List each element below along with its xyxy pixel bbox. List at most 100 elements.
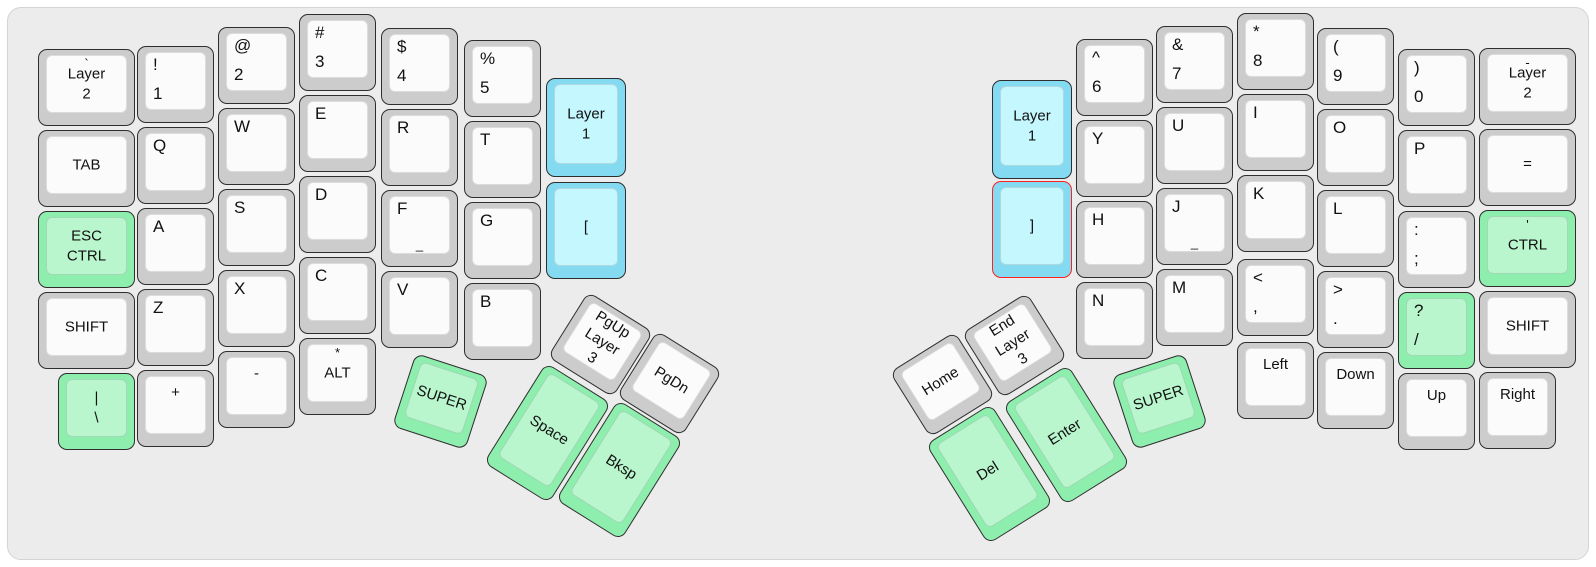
key-label: P xyxy=(1414,139,1426,158)
key-2[interactable]: @2 xyxy=(218,27,295,104)
key-label: T xyxy=(480,130,491,149)
key-j[interactable]: J_ xyxy=(1156,188,1233,265)
key-tab[interactable]: TAB xyxy=(38,130,135,207)
key-layer2-left[interactable]: `Layer 2 xyxy=(38,49,135,126)
key-label: 8 xyxy=(1253,51,1263,71)
key-lbracket[interactable]: [ xyxy=(546,182,626,279)
key-shift-right[interactable]: SHIFT xyxy=(1479,291,1576,368)
key-h[interactable]: H xyxy=(1076,201,1153,278)
key-label: ; xyxy=(1414,249,1419,269)
key-a[interactable]: A xyxy=(137,208,214,285)
keycap: TAB xyxy=(46,136,127,194)
keycap: `Layer 2 xyxy=(46,55,127,113)
key-6[interactable]: ^6 xyxy=(1076,39,1153,116)
key-minus-left[interactable]: - xyxy=(218,351,295,428)
key-label: ! xyxy=(153,55,158,74)
key-z[interactable]: Z xyxy=(137,289,214,366)
key-8[interactable]: *8 xyxy=(1237,13,1314,90)
keycap: SHIFT xyxy=(1487,297,1568,355)
key-label: ] xyxy=(1029,217,1035,235)
key-esc-ctrl[interactable]: ESC CTRL xyxy=(38,211,135,288)
key-0[interactable]: )0 xyxy=(1398,49,1475,126)
keycap: 'CTRL xyxy=(1487,216,1568,274)
key-b[interactable]: B xyxy=(464,283,541,360)
key-n[interactable]: N xyxy=(1076,282,1153,359)
key-o[interactable]: O xyxy=(1317,109,1394,186)
key-9[interactable]: (9 xyxy=(1317,28,1394,105)
key-f[interactable]: F_ xyxy=(381,190,458,267)
key-semicolon[interactable]: :; xyxy=(1398,211,1475,288)
keycap: ^6 xyxy=(1084,45,1145,103)
key-4[interactable]: $4 xyxy=(381,28,458,105)
key-label: SHIFT xyxy=(1505,317,1550,335)
keycap: Layer 1 xyxy=(554,84,618,164)
key-5[interactable]: %5 xyxy=(464,40,541,117)
key-s[interactable]: S xyxy=(218,189,295,266)
keycap: J_ xyxy=(1164,194,1225,252)
key-y[interactable]: Y xyxy=(1076,120,1153,197)
key-alt[interactable]: *ALT xyxy=(299,338,376,415)
key-q[interactable]: Q xyxy=(137,127,214,204)
key-p[interactable]: P xyxy=(1398,130,1475,207)
keycap: = xyxy=(1487,135,1568,193)
key-minus-layer2[interactable]: -Layer 2 xyxy=(1479,48,1576,125)
key-r[interactable]: R xyxy=(381,109,458,186)
key-period[interactable]: >. xyxy=(1317,271,1394,348)
key-comma[interactable]: <, xyxy=(1237,259,1314,336)
key-label: Down xyxy=(1336,366,1375,383)
key-layer1-left[interactable]: Layer 1 xyxy=(546,78,626,177)
key-t[interactable]: T xyxy=(464,121,541,198)
key-label: Up xyxy=(1426,387,1447,404)
key-label: Home xyxy=(919,363,962,400)
key-u[interactable]: U xyxy=(1156,107,1233,184)
key-quote-ctrl[interactable]: 'CTRL xyxy=(1479,210,1576,287)
key-label: % xyxy=(480,49,496,68)
key-w[interactable]: W xyxy=(218,108,295,185)
key-up[interactable]: Up xyxy=(1398,373,1475,450)
key-super-right[interactable]: SUPER xyxy=(1110,352,1209,451)
key-label: Layer 1 xyxy=(1013,107,1051,145)
key-e[interactable]: E xyxy=(299,95,376,172)
key-rbracket[interactable]: ] xyxy=(992,181,1072,278)
keycap: T xyxy=(472,127,533,185)
key-plus[interactable]: + xyxy=(137,370,214,447)
keycap: E xyxy=(307,101,368,159)
keycap: $4 xyxy=(389,34,450,92)
key-left[interactable]: Left xyxy=(1237,342,1314,419)
key-label: CTRL xyxy=(1507,236,1548,254)
key-i[interactable]: I xyxy=(1237,94,1314,171)
key-label: 2 xyxy=(234,65,244,85)
key-c[interactable]: C xyxy=(299,257,376,334)
key-k[interactable]: K xyxy=(1237,175,1314,252)
key-m[interactable]: M xyxy=(1156,269,1233,346)
key-equals[interactable]: = xyxy=(1479,129,1576,206)
key-label: - xyxy=(254,365,259,382)
key-3[interactable]: #3 xyxy=(299,14,376,91)
key-1[interactable]: !1 xyxy=(137,46,214,123)
key-question-slash[interactable]: ?/ xyxy=(1398,292,1475,369)
key-label: = xyxy=(1523,155,1532,173)
key-label: ESC CTRL xyxy=(66,227,107,265)
key-l[interactable]: L xyxy=(1317,190,1394,267)
key-label: TAB xyxy=(72,156,101,174)
key-label: K xyxy=(1253,184,1265,203)
key-label: S xyxy=(234,198,246,217)
key-down[interactable]: Down xyxy=(1317,352,1394,429)
key-7[interactable]: &7 xyxy=(1156,26,1233,103)
key-super-left[interactable]: SUPER xyxy=(391,352,490,451)
key-label: X xyxy=(234,279,246,298)
key-label: > xyxy=(1333,280,1343,299)
key-label: - xyxy=(1525,55,1530,70)
key-label: 3 xyxy=(315,52,325,72)
key-pipe-backslash[interactable]: | \ xyxy=(58,373,135,450)
key-shift-left[interactable]: SHIFT xyxy=(38,292,135,369)
key-right[interactable]: Right xyxy=(1479,372,1556,449)
key-g[interactable]: G xyxy=(464,202,541,279)
key-d[interactable]: D xyxy=(299,176,376,253)
key-label: D xyxy=(315,185,328,204)
key-layer1-right[interactable]: Layer 1 xyxy=(992,80,1072,179)
key-x[interactable]: X xyxy=(218,270,295,347)
key-label: I xyxy=(1253,103,1258,122)
key-v[interactable]: V xyxy=(381,271,458,348)
key-label: Layer 1 xyxy=(567,105,605,143)
